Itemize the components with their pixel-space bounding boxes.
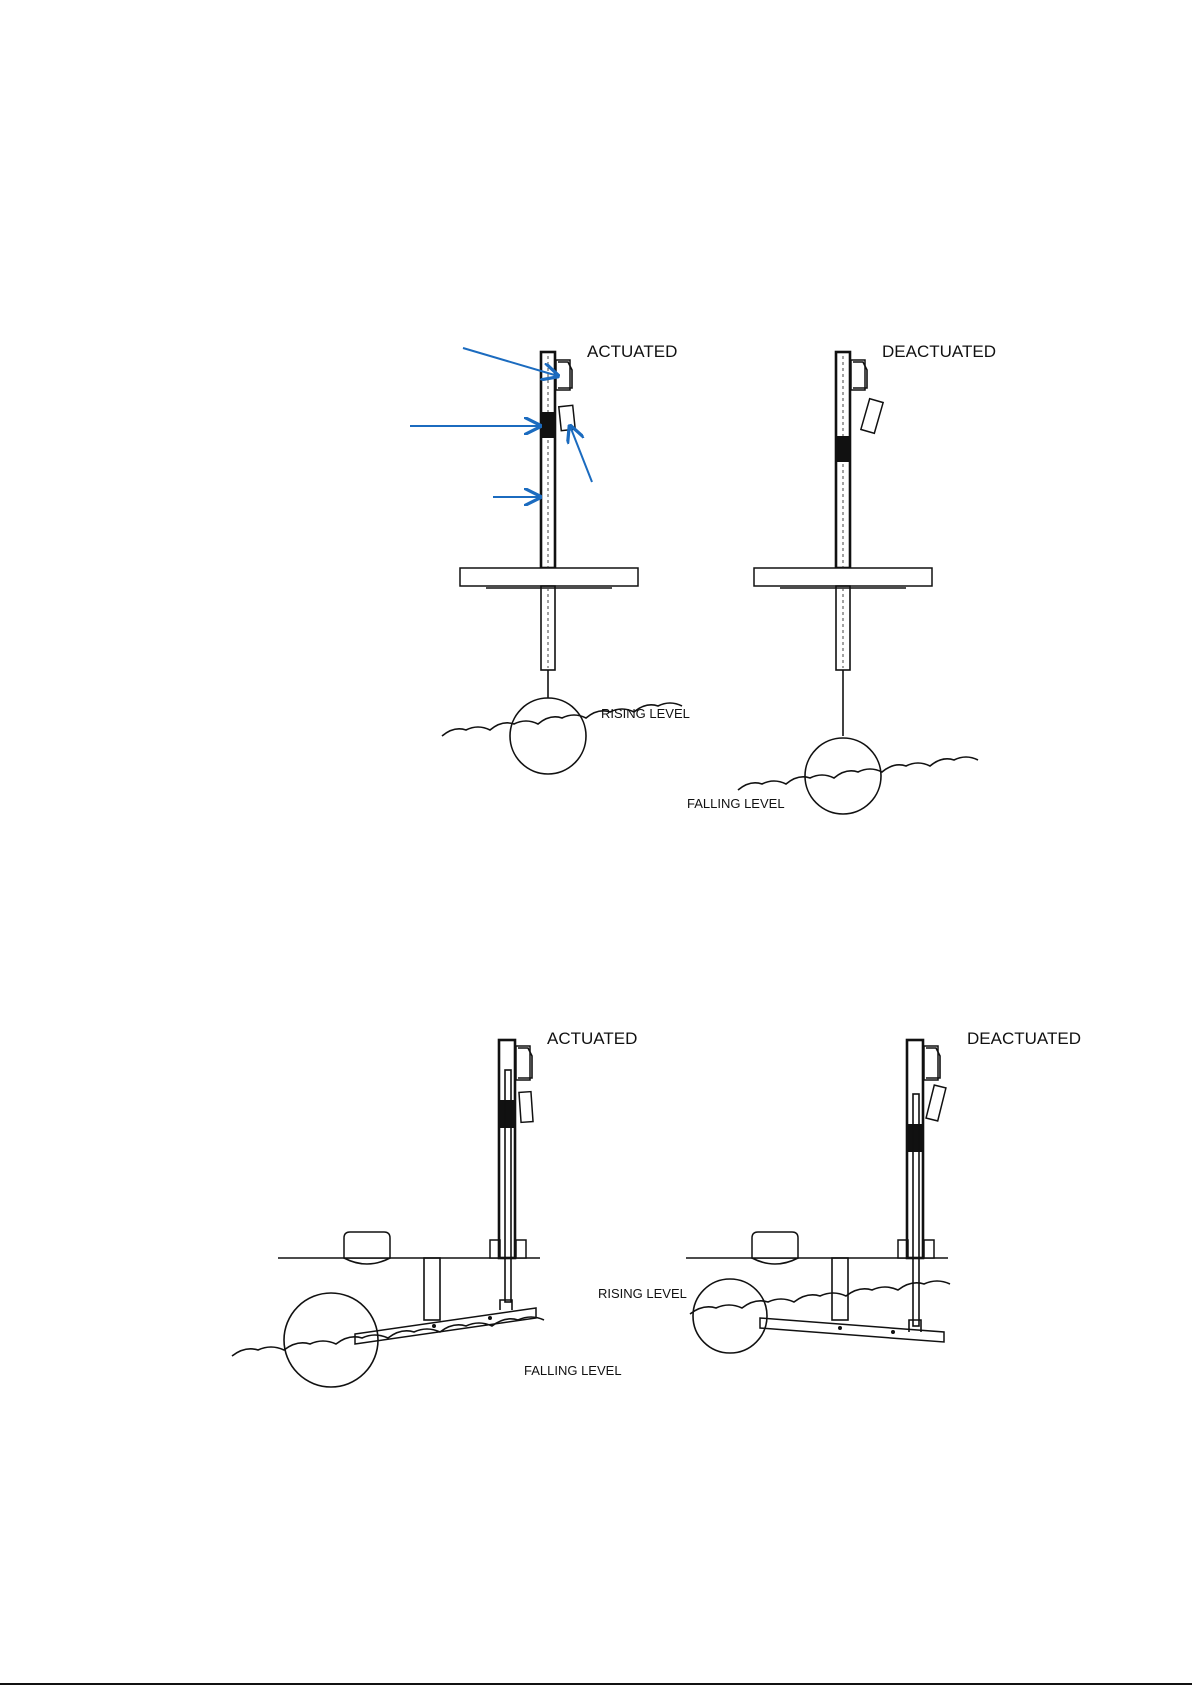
top-actuated-switch: ACTUATED RISING LEVEL (410, 342, 690, 774)
magnet-collar (541, 412, 555, 438)
bottom-falling-level-label: FALLING LEVEL (524, 1363, 622, 1378)
pivot-post (424, 1258, 440, 1320)
stem-tube (499, 1040, 515, 1258)
switch-lever (519, 1092, 533, 1123)
top-rising-level-label: RISING LEVEL (601, 706, 690, 721)
bottom-rising-level-label: RISING LEVEL (598, 1286, 687, 1301)
bottom-actuated-label: ACTUATED (547, 1029, 637, 1048)
float-lever-arm (355, 1308, 536, 1344)
mounting-plate (754, 568, 932, 586)
reed-switch-housing (516, 1046, 530, 1080)
top-deactuated-switch: DEACTUATED FALLING LEVEL (687, 342, 996, 814)
top-actuated-label: ACTUATED (587, 342, 677, 361)
float-ball (510, 698, 586, 774)
bottom-actuated-switch: ACTUATED FALLING LEVEL (232, 1029, 637, 1387)
bottom-deactuated-switch: DEACTUATED RISING LEVEL (598, 1029, 1081, 1353)
tank-cap (344, 1232, 390, 1258)
reed-switch-housing (924, 1046, 938, 1080)
switch-lever (559, 405, 575, 430)
callout-arrow-lever (570, 426, 592, 482)
top-falling-level-label: FALLING LEVEL (687, 796, 785, 811)
guide-tube (541, 586, 555, 670)
magnet-collar (499, 1100, 515, 1128)
top-deactuated-label: DEACTUATED (882, 342, 996, 361)
magnet-collar (836, 436, 850, 462)
guide-tube (836, 586, 850, 670)
magnet-collar (907, 1124, 923, 1152)
mounting-plate (460, 568, 638, 586)
tank-cap (752, 1232, 798, 1258)
water-surface (738, 757, 978, 790)
reed-switch-housing (851, 360, 865, 390)
pivot-post (832, 1258, 848, 1320)
float-lever-arm (760, 1318, 944, 1342)
water-surface (690, 1281, 950, 1314)
switch-lever (861, 399, 883, 434)
switch-lever (926, 1085, 946, 1121)
float-ball (693, 1279, 767, 1353)
bottom-deactuated-label: DEACTUATED (967, 1029, 1081, 1048)
